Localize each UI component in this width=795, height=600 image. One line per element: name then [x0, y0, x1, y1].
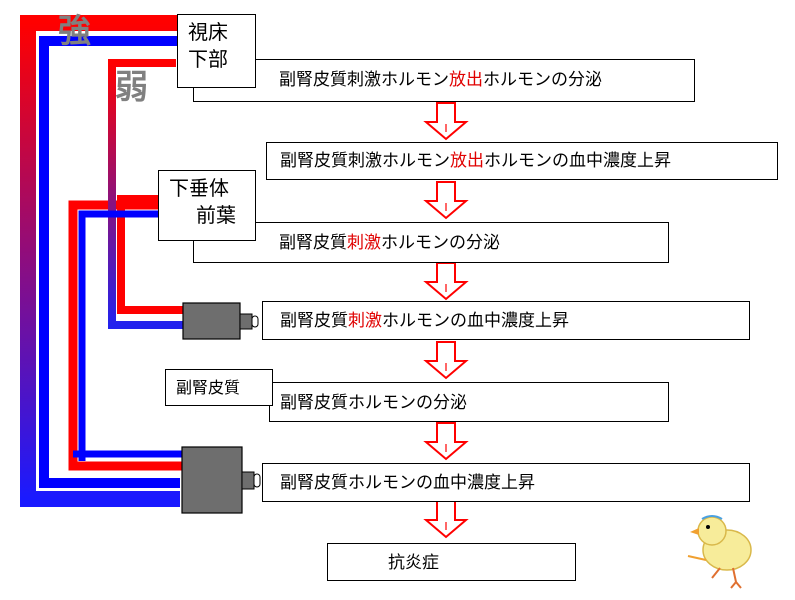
- step-2-box: 副腎皮質刺激ホルモン放出ホルモンの血中濃度上昇: [266, 142, 778, 180]
- adrenal-cortex-box: 副腎皮質: [165, 369, 273, 406]
- receptor-pituitary: [182, 302, 259, 340]
- step-1-box: 副腎皮質刺激ホルモン放出ホルモンの分泌: [193, 59, 695, 102]
- flow-arrows: [423, 102, 469, 539]
- arrow-4: [423, 341, 469, 380]
- pituitary-line2: 前葉: [196, 203, 236, 227]
- step-6-box: 副腎皮質ホルモンの血中濃度上昇: [262, 463, 750, 502]
- pituitary-line1: 下垂体: [169, 176, 229, 200]
- short-feedback-loop: [78, 59, 186, 461]
- step-6-text: 副腎皮質ホルモンの血中濃度上昇: [280, 473, 535, 493]
- arrow-5: [423, 422, 469, 461]
- step-4-text: 副腎皮質刺激ホルモンの血中濃度上昇: [280, 311, 569, 331]
- chick-illustration: [687, 515, 752, 589]
- hypothalamus-line1: 視床: [188, 20, 228, 44]
- step-1-text: 副腎皮質刺激ホルモン放出ホルモンの分泌: [279, 70, 602, 90]
- hypothalamus-line2: 下部: [188, 47, 228, 71]
- arrow-3: [423, 262, 469, 301]
- arrow-6: [423, 500, 469, 539]
- strong-label: 強: [58, 11, 91, 50]
- step-2-text: 副腎皮質刺激ホルモン放出ホルモンの血中濃度上昇: [280, 151, 671, 171]
- receptor-adrenal: [181, 446, 261, 514]
- step-7-box: 抗炎症: [327, 543, 576, 581]
- arrow-1: [423, 102, 469, 141]
- arrow-2: [423, 181, 469, 220]
- step-3-text: 副腎皮質刺激ホルモンの分泌: [279, 233, 500, 253]
- weak-label: 弱: [115, 67, 148, 106]
- step-3-box: 副腎皮質刺激ホルモンの分泌: [193, 222, 669, 263]
- adrenal-cortex-label: 副腎皮質: [176, 378, 241, 397]
- pituitary-box: 下垂体 前葉: [158, 170, 256, 241]
- step-5-text: 副腎皮質ホルモンの分泌: [280, 393, 467, 413]
- outer-feedback-loop: [20, 15, 186, 507]
- hypothalamus-box: 視床 下部: [177, 14, 256, 88]
- step-5-box: 副腎皮質ホルモンの分泌: [269, 382, 669, 422]
- step-4-box: 副腎皮質刺激ホルモンの血中濃度上昇: [262, 301, 750, 340]
- step-7-text: 抗炎症: [388, 553, 439, 573]
